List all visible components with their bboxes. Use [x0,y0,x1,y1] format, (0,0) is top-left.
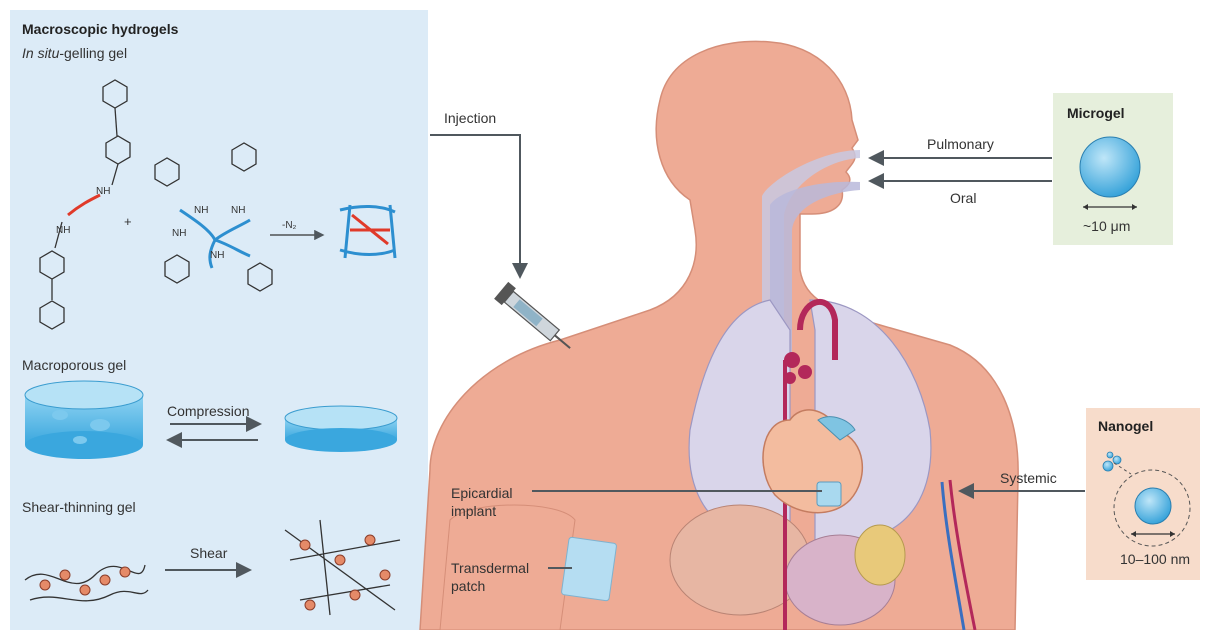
transdermal-label-line1: Transdermal [451,560,529,576]
panel-title: Macroscopic hydrogels [22,21,178,37]
injection-label: Injection [444,110,496,126]
shear-thinning-gel-sketch [25,520,400,615]
nanogel-sphere [1135,488,1171,524]
oral-label: Oral [950,190,976,206]
nh-label-3: NH [194,205,208,216]
epicardial-label-line2: implant [451,503,496,519]
nh-label-1: NH [96,186,110,197]
nh-label-2: NH [56,225,70,236]
pulmonary-label: Pulmonary [927,136,994,152]
nh-label-6: NH [210,250,224,261]
reaction-label: -N₂ [282,220,296,231]
compression-label: Compression [167,403,249,419]
compression-arrows [170,424,258,440]
shear-thinning-title: Shear-thinning gel [22,499,136,515]
tetrazine-bottom [40,301,64,329]
phenyl-top [106,136,130,164]
in-situ-gel-chemistry [40,80,395,329]
human-body [420,41,1018,630]
systemic-label: Systemic [1000,470,1057,486]
microgel-sphere [1080,137,1140,197]
injection-arrow [430,135,520,275]
insitu-subtitle: In situ-gelling gel [22,45,127,61]
nanogel-box: Nanogel 10–100 nm [1086,408,1200,580]
microgel-size: ~10 μm [1083,218,1130,234]
nanogel-size: 10–100 nm [1120,551,1190,567]
nh-label-4: NH [231,205,245,216]
transdermal-label-line2: patch [451,578,485,594]
shear-label: Shear [190,545,227,561]
microgel-box: Microgel ~10 μm [1053,93,1173,245]
insitu-italic: In situ [22,45,59,61]
insitu-rest: -gelling gel [59,45,127,61]
plus-sign: + [124,214,132,229]
macroporous-title: Macroporous gel [22,357,126,373]
nh-label-5: NH [172,228,186,239]
epicardial-label-line1: Epicardial [451,485,512,501]
macroporous-gel-cylinders [25,381,397,459]
tetrazine-top [103,80,127,108]
phenyl-bottom [40,251,64,279]
